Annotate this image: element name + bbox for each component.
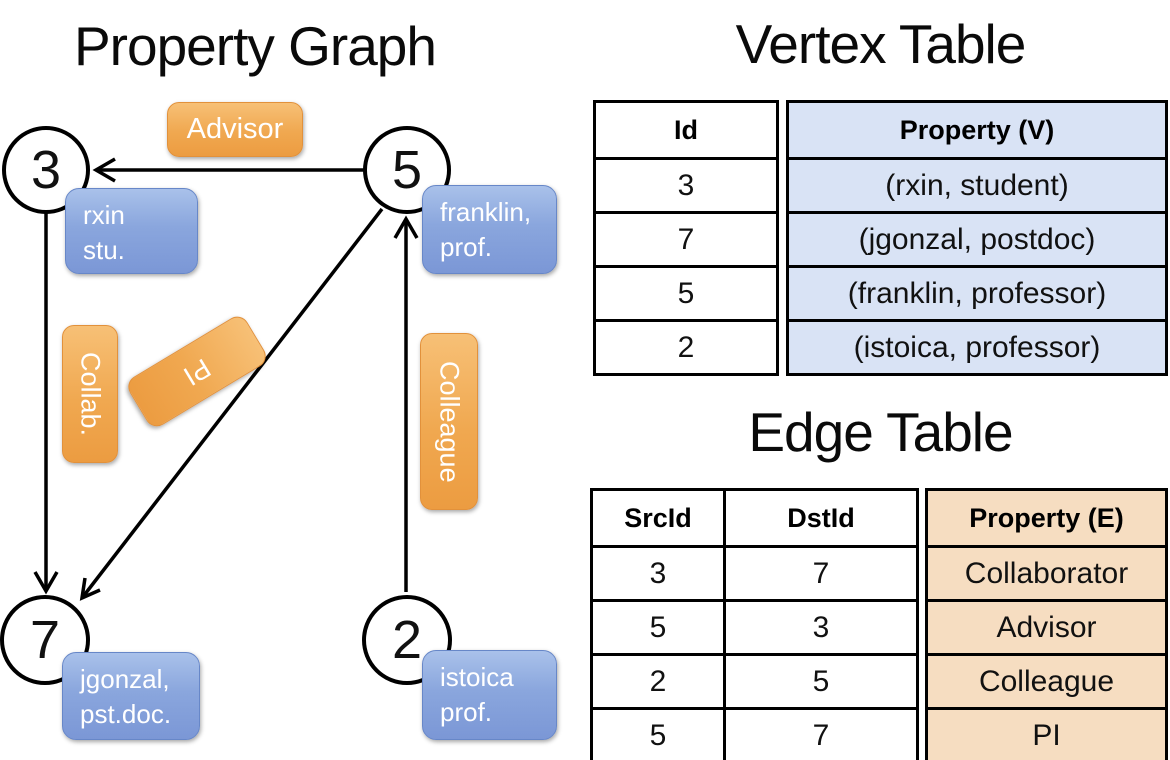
graph-edges-layer [33, 157, 419, 601]
vertex-table-property-column: Property (V) (rxin, student) (jgonzal, p… [786, 100, 1168, 376]
edge-property-cell: PI [925, 707, 1168, 760]
arrowhead-into-7-diagonal [79, 577, 101, 601]
edge-table-property-column: Property (E) Collaborator Advisor Collea… [925, 488, 1168, 760]
edge-table-id-columns: SrcId DstId 3 7 5 3 2 5 5 7 [590, 488, 919, 760]
vertex-id-cell: 2 [593, 319, 779, 376]
table-row: 2 [593, 319, 779, 376]
vertex-property-box-2: istoica prof. [422, 650, 557, 740]
vertex-id-cell: 7 [593, 211, 779, 268]
edge-property-cell: Collaborator [925, 545, 1168, 602]
vertex-property-cell: (franklin, professor) [786, 265, 1168, 322]
vertex-property-box-3-line2: stu. [83, 235, 125, 266]
table-row: (istoica, professor) [786, 319, 1168, 376]
vertex-id-cell: 3 [593, 157, 779, 214]
table-row: 3 [593, 157, 779, 214]
edge-table-dst-header: DstId [723, 488, 919, 548]
vertex-id-cell: 5 [593, 265, 779, 322]
edge-line-5-7 [80, 207, 384, 600]
table-row: (jgonzal, postdoc) [786, 211, 1168, 268]
table-row: Advisor [925, 599, 1168, 656]
vertex-property-box-7-line1: jgonzal, [80, 664, 170, 694]
vertex-node-2: 2 [362, 595, 452, 685]
edge-label-advisor: Advisor [167, 102, 303, 157]
table-row: 7 [593, 211, 779, 268]
vertex-property-cell: (jgonzal, postdoc) [786, 211, 1168, 268]
vertex-table-title: Vertex Table [735, 13, 1027, 75]
edge-src-cell: 2 [590, 653, 726, 710]
arrowhead-into-7-vertical [33, 571, 59, 595]
vertex-property-box-2-line1: istoica [440, 662, 514, 692]
table-row: 2 5 [590, 653, 919, 710]
table-row: Collaborator [925, 545, 1168, 602]
vertex-property-box-5: franklin, prof. [422, 185, 557, 274]
vertex-property-box-5-line1: franklin, [440, 197, 532, 227]
table-row: 5 [593, 265, 779, 322]
edge-dst-cell: 3 [723, 599, 919, 656]
edge-dst-cell: 7 [723, 707, 919, 760]
arrowhead-into-5 [393, 215, 419, 239]
table-row: PI [925, 707, 1168, 760]
vertex-property-box-3-line1: rxin [83, 200, 125, 230]
vertex-table-id-header: Id [593, 100, 779, 160]
table-row: 5 3 [590, 599, 919, 656]
edge-property-cell: Colleague [925, 653, 1168, 710]
edge-src-cell: 3 [590, 545, 726, 602]
table-row: (rxin, student) [786, 157, 1168, 214]
table-row: (franklin, professor) [786, 265, 1168, 322]
vertex-node-3-id: 3 [30, 140, 62, 200]
vertex-property-cell: (istoica, professor) [786, 319, 1168, 376]
arrowhead-into-3 [92, 157, 116, 183]
edge-src-cell: 5 [590, 599, 726, 656]
vertex-table-property-header: Property (V) [786, 100, 1168, 160]
edge-table-src-header: SrcId [590, 488, 726, 548]
edge-label-colleague: Colleague [420, 333, 478, 510]
edge-src-cell: 5 [590, 707, 726, 760]
edge-table-property-header: Property (E) [925, 488, 1168, 548]
table-row: 3 7 [590, 545, 919, 602]
vertex-property-box-7-line2: pst.doc. [80, 699, 172, 730]
vertex-node-2-id: 2 [391, 610, 423, 670]
edge-dst-cell: 7 [723, 545, 919, 602]
vertex-property-cell: (rxin, student) [786, 157, 1168, 214]
property-graph-title: Property Graph [73, 15, 437, 77]
edge-property-cell: Advisor [925, 599, 1168, 656]
edge-table-title: Edge Table [748, 401, 1013, 463]
vertex-property-box-3: rxin stu. [65, 188, 198, 274]
edge-label-collab: Collab. [62, 325, 118, 463]
vertex-property-box-2-line2: prof. [440, 697, 493, 728]
vertex-node-5-id: 5 [391, 140, 423, 200]
table-row: 5 7 [590, 707, 919, 760]
table-row: Colleague [925, 653, 1168, 710]
vertex-table-id-column: Id 3 7 5 2 [593, 100, 779, 376]
vertex-property-box-5-line2: prof. [440, 232, 493, 263]
edge-dst-cell: 5 [723, 653, 919, 710]
vertex-property-box-7: jgonzal, pst.doc. [62, 652, 200, 740]
vertex-node-7-id: 7 [29, 610, 61, 670]
